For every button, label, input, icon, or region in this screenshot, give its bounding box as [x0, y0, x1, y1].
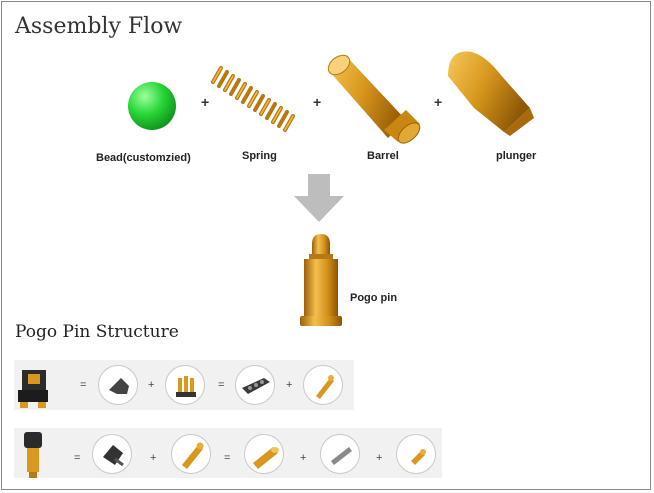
barrel-label: Barrel — [367, 150, 399, 162]
cap-part — [92, 434, 132, 474]
single-pogo-connector-icon — [24, 432, 42, 478]
cap-icon — [103, 445, 124, 467]
plus-sign: + — [434, 94, 443, 110]
plunger-part — [396, 434, 436, 474]
plus-sign: + — [286, 379, 293, 391]
smd-pogo-connector-icon — [18, 370, 48, 408]
spring-part — [320, 434, 360, 474]
barrel-icon — [253, 447, 279, 469]
bead-icon — [128, 82, 176, 130]
barrel-part — [244, 434, 284, 474]
equals-sign: = — [218, 379, 225, 391]
triple-pin-icon — [176, 376, 196, 397]
equals-sign: = — [80, 379, 87, 391]
plus-sign: + — [150, 452, 157, 464]
spring-label: Spring — [242, 150, 277, 162]
plus-sign: + — [201, 94, 210, 110]
housing-part — [98, 365, 138, 405]
single-pin-part — [303, 365, 343, 405]
plus-sign: + — [313, 94, 322, 110]
plunger-icon — [448, 51, 534, 136]
structure-row-single — [14, 428, 442, 478]
plus-sign: + — [300, 452, 307, 464]
pogo-pin-icon — [300, 234, 342, 326]
holder-part — [235, 365, 275, 405]
spring-icon — [331, 447, 352, 465]
diagram-title: Assembly Flow — [15, 14, 183, 39]
plunger-label: plunger — [496, 150, 537, 162]
pogo-pin-label: Pogo pin — [350, 292, 398, 304]
plunger-icon — [411, 449, 426, 465]
down-arrow-icon — [294, 174, 344, 222]
plus-sign: + — [376, 452, 383, 464]
equals-sign: = — [74, 452, 81, 464]
equals-sign: = — [224, 452, 231, 464]
holder-icon — [242, 378, 270, 394]
pin-icon — [316, 375, 334, 399]
spring-icon — [211, 66, 295, 132]
housing-icon — [109, 378, 129, 394]
barrel-icon — [327, 54, 421, 144]
pin-icon — [182, 442, 204, 469]
structure-title: Pogo Pin Structure — [15, 322, 179, 342]
triple-pin-part — [165, 365, 205, 405]
pin-body-part — [171, 434, 211, 474]
bead-label: Bead(customzied) — [96, 152, 191, 164]
plus-sign: + — [148, 379, 155, 391]
